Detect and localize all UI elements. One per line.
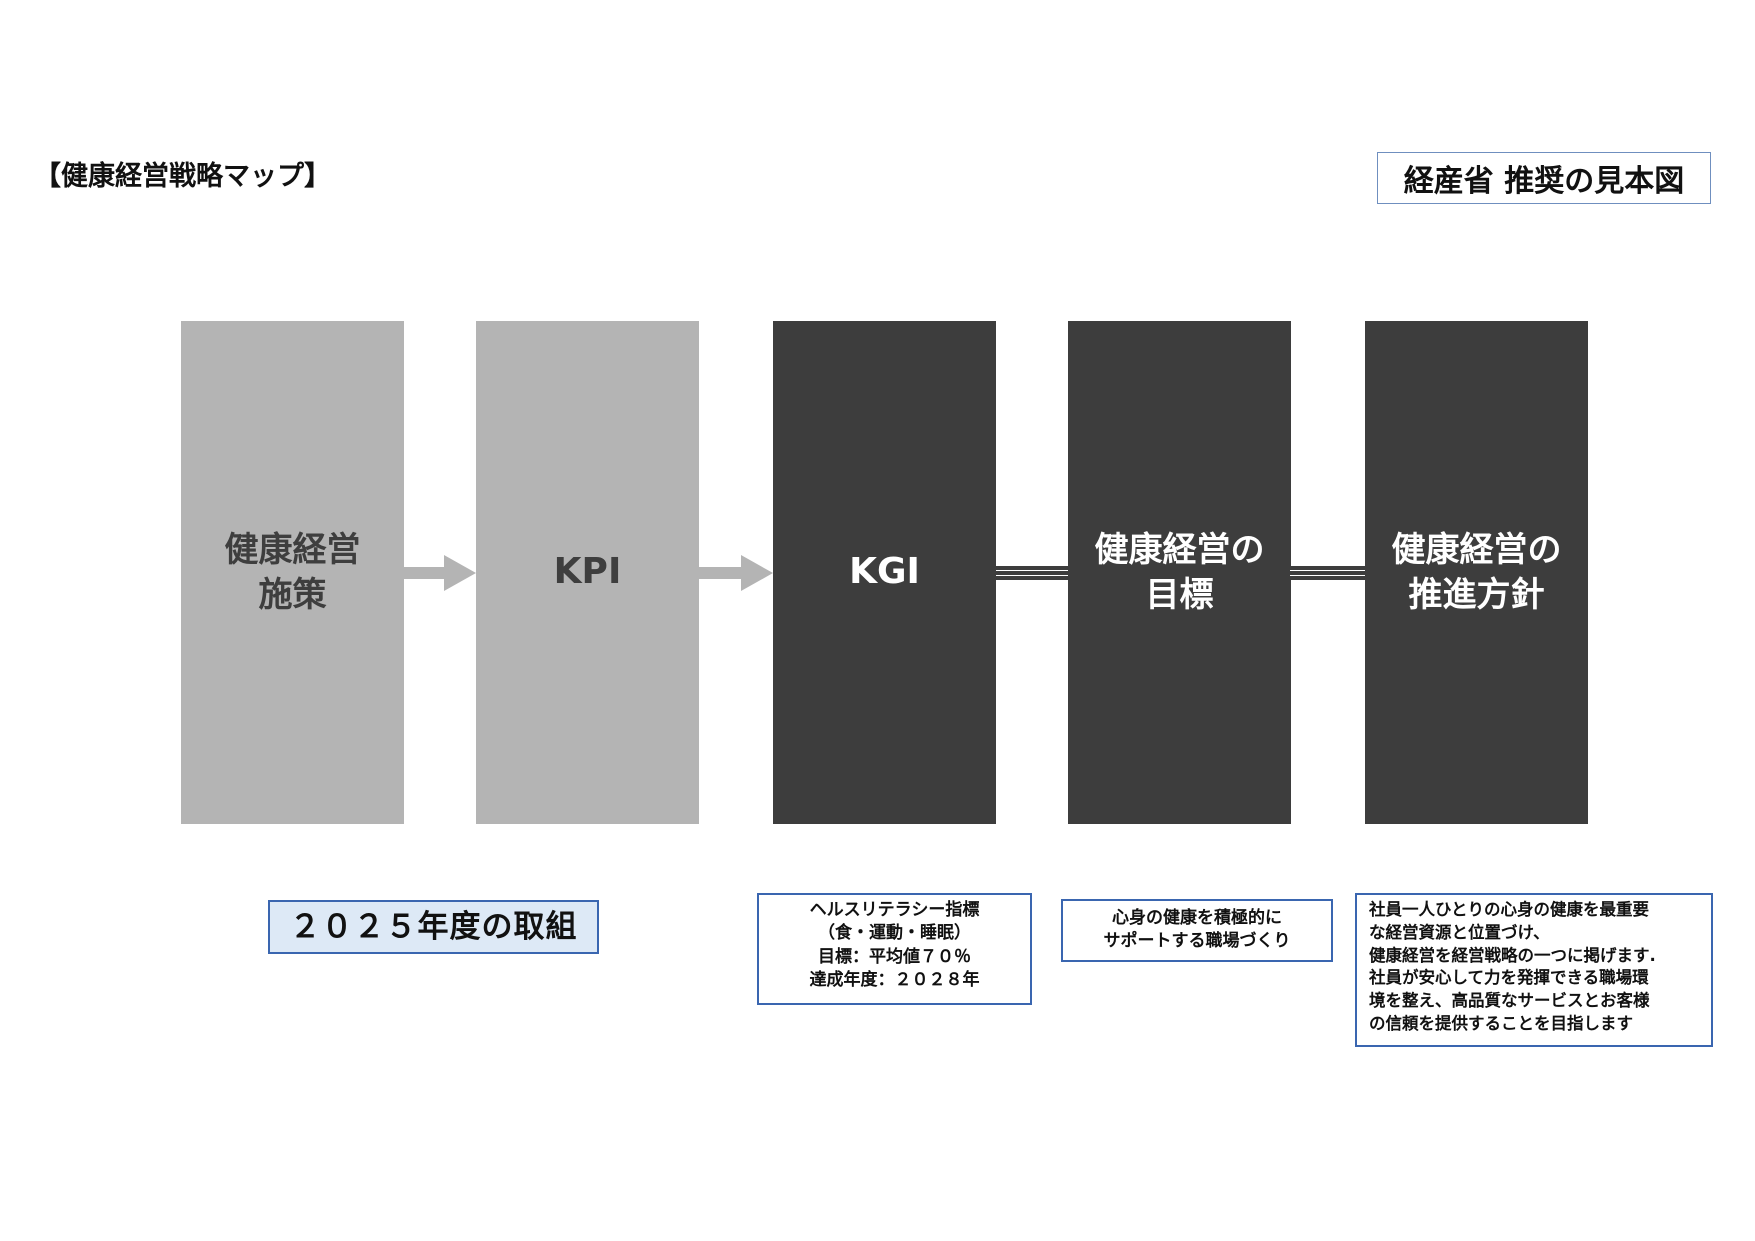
page-title: 【健康経営戦略マップ】 xyxy=(34,161,331,192)
box-initiatives: 健康経営 施策 xyxy=(181,321,404,824)
arrow-right-icon xyxy=(404,555,476,591)
arrow-right-icon xyxy=(699,555,773,591)
box-kpi: KPI xyxy=(476,321,699,824)
equals-connector xyxy=(996,566,1068,580)
box-policy: 健康経営の 推進方針 xyxy=(1365,321,1588,824)
kgi-note: ヘルスリテラシー指標 （食・運動・睡眠） 目標：平均値７０％ 達成年度：２０２８… xyxy=(757,893,1032,1005)
meti-recommended-badge: 経産省 推奨の見本図 xyxy=(1377,152,1711,204)
equals-connector xyxy=(1290,566,1365,580)
policy-note: 社員一人ひとりの心身の健康を最重要 な経営資源と位置づけ、 健康経営を経営戦略の… xyxy=(1355,893,1713,1047)
box-kgi: KGI xyxy=(773,321,996,824)
goal-note: 心身の健康を積極的に サポートする職場づくり xyxy=(1061,899,1333,962)
year-initiatives-label: ２０２５年度の取組 xyxy=(268,900,599,954)
box-goal: 健康経営の 目標 xyxy=(1068,321,1291,824)
